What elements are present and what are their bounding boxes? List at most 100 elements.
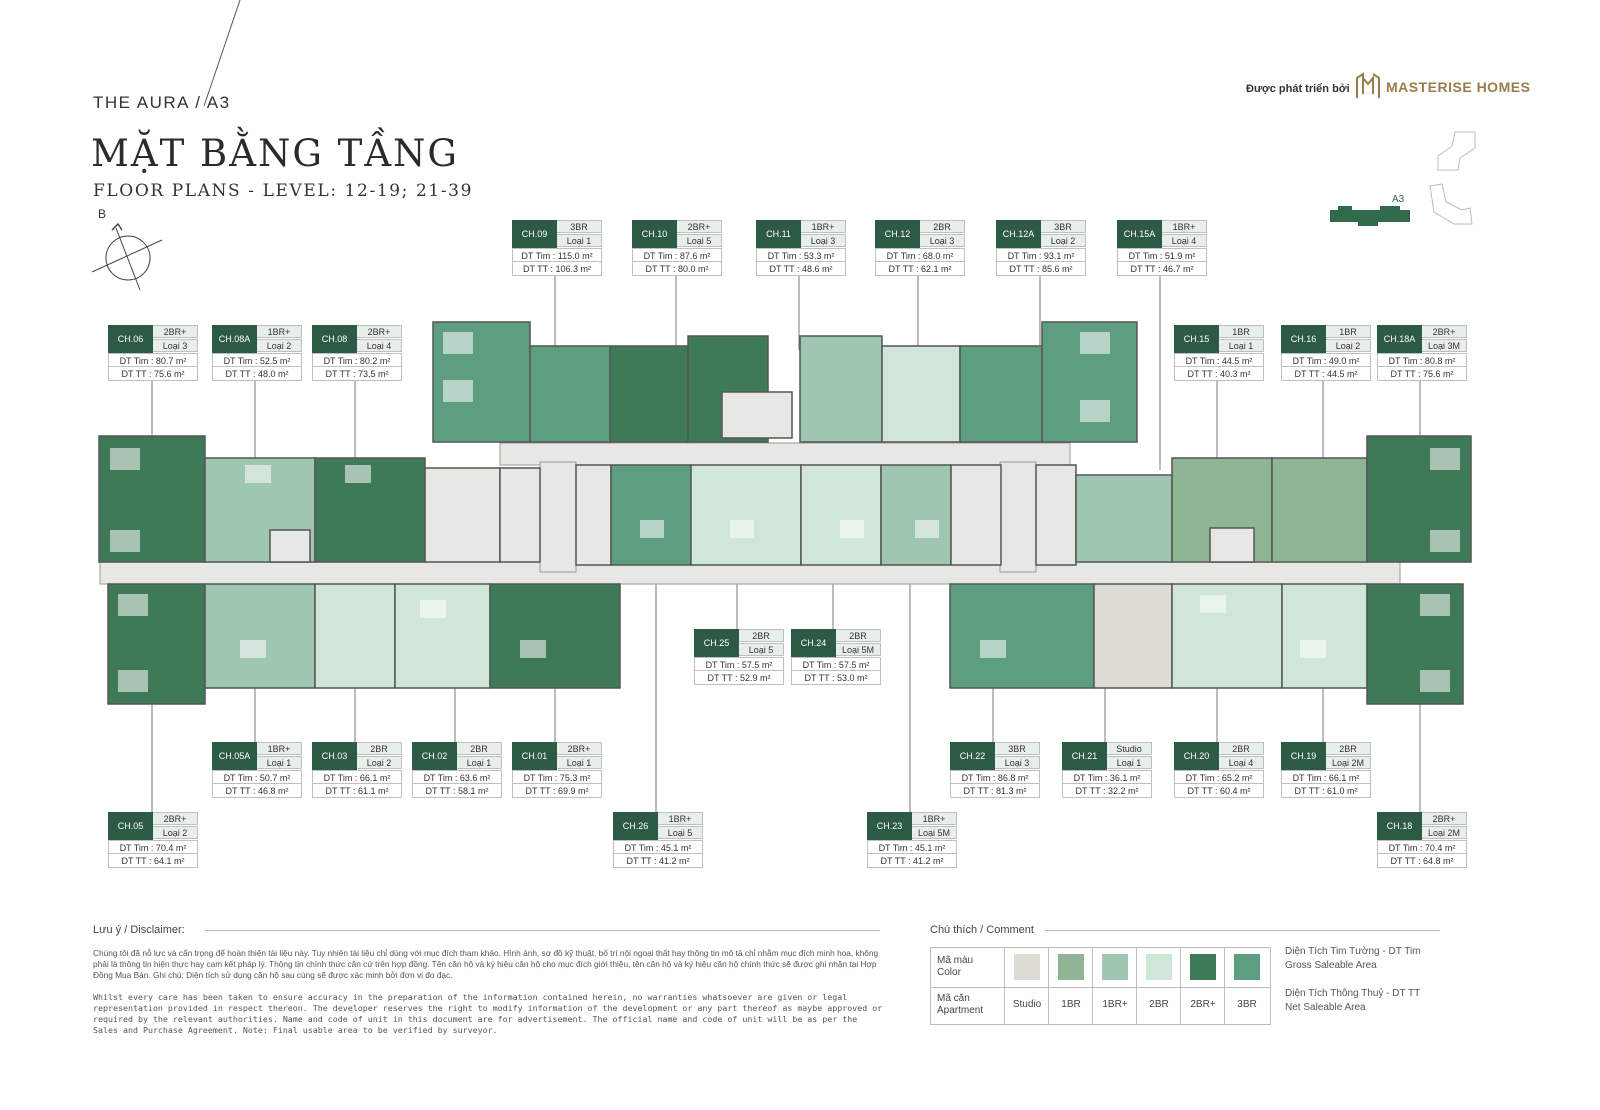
net-area: DT TT : 46.7 m² [1117,262,1207,276]
unit-variant: Loại 1 [257,756,302,769]
legend-column: 2BR [1136,948,1180,1024]
unit-type: 1BR+ [658,812,703,825]
disclaimer-text-en: Whilst every care has been taken to ensu… [93,992,883,1035]
unit-variant: Loại 3 [801,234,846,247]
unit-code: CH.20 [1174,742,1219,770]
unit-variant: Loại 5 [677,234,722,247]
net-area: DT TT : 41.2 m² [867,854,957,868]
legend-apartment-label: Mã căn Apartment [937,993,984,1016]
unit-type: 1BR [1219,325,1264,338]
unit-variant: Loại 1 [557,756,602,769]
unit-variant: Loại 2 [357,756,402,769]
gross-area: DT Tim : 115.0 m² [512,248,602,262]
gross-area: DT Tim : 52.5 m² [212,353,302,367]
unit-variant: Loại 4 [1162,234,1207,247]
legend-column: 1BR+ [1092,948,1136,1024]
unit-code: CH.02 [412,742,457,770]
net-note-en: Net Saleable Area [1285,1002,1366,1013]
unit-code: CH.08A [212,325,257,353]
unit-code: CH.08 [312,325,357,353]
unit-type: 3BR [1041,220,1086,233]
brand-logo-icon [1356,72,1380,98]
unit-type: 1BR [1326,325,1371,338]
gross-area: DT Tim : 87.6 m² [632,248,722,262]
unit-code: CH.01 [512,742,557,770]
legend-type-label: 1BR+ [1102,999,1128,1010]
unit-code: CH.09 [512,220,557,248]
gross-area: DT Tim : 86.8 m² [950,770,1040,784]
unit-variant: Loại 1 [457,756,502,769]
unit-type: 1BR+ [801,220,846,233]
unit-code: CH.12 [875,220,920,248]
gross-area: DT Tim : 66.1 m² [1281,770,1371,784]
legend-color-label: Mã màu Color [937,955,974,978]
net-area: DT TT : 80.0 m² [632,262,722,276]
gross-area: DT Tim : 50.7 m² [212,770,302,784]
net-area: DT TT : 106.3 m² [512,262,602,276]
unit-type: 2BR+ [557,742,602,755]
gross-area: DT Tim : 70.4 m² [1377,840,1467,854]
compass-icon [91,222,163,291]
brand-name: MASTERISE HOMES [1386,79,1531,95]
unit-variant: Loại 3M [1422,339,1467,352]
unit-code: CH.11 [756,220,801,248]
unit-variant: Loại 3 [153,339,198,352]
unit-variant: Loại 3 [995,756,1040,769]
unit-variant: Loại 3 [920,234,965,247]
unit-variant: Loại 4 [1219,756,1264,769]
net-area: DT TT : 81.3 m² [950,784,1040,798]
unit-code: CH.26 [613,812,658,840]
net-area: DT TT : 52.9 m² [694,671,784,685]
gross-area: DT Tim : 65.2 m² [1174,770,1264,784]
unit-type: 1BR+ [257,325,302,338]
gross-area: DT Tim : 44.5 m² [1174,353,1264,367]
legend-row-divider [931,987,1270,988]
unit-variant: Loại 5M [836,643,881,656]
legend-swatch [1190,954,1216,980]
page-title: MẶT BẰNG TẦNG [91,132,459,175]
project-name: THE AURA / A3 [93,93,231,112]
unit-code: CH.12A [996,220,1041,248]
unit-variant: Loại 5 [658,826,703,839]
gross-area: DT Tim : 45.1 m² [867,840,957,854]
gross-area: DT Tim : 80.7 m² [108,353,198,367]
gross-area: DT Tim : 93.1 m² [996,248,1086,262]
net-area: DT TT : 44.5 m² [1281,367,1371,381]
net-area: DT TT : 62.1 m² [875,262,965,276]
compass-label: B [98,207,107,221]
net-area: DT TT : 61.0 m² [1281,784,1371,798]
unit-variant: Loại 2M [1326,756,1371,769]
unit-variant: Loại 2 [1041,234,1086,247]
net-area: DT TT : 58.1 m² [412,784,502,798]
unit-type: 1BR+ [912,812,957,825]
gross-note-en: Gross Saleable Area [1285,960,1377,971]
unit-code: CH.03 [312,742,357,770]
page-subtitle: FLOOR PLANS - LEVEL: 12-19; 21-39 [93,181,473,201]
unit-code: CH.22 [950,742,995,770]
gross-area: DT Tim : 57.5 m² [694,657,784,671]
gross-area: DT Tim : 80.8 m² [1377,353,1467,367]
key-plan [1330,131,1476,226]
disclaimer-divider [205,930,880,931]
gross-note-vi: Diện Tích Tim Tường - DT Tim [1285,946,1421,957]
gross-area: DT Tim : 63.6 m² [412,770,502,784]
unit-variant: Loại 1 [1219,339,1264,352]
unit-variant: Loại 2 [257,339,302,352]
unit-variant: Loại 5M [912,826,957,839]
disclaimer-heading: Lưu ý / Disclaimer: [93,924,185,936]
unit-type: 2BR+ [153,325,198,338]
